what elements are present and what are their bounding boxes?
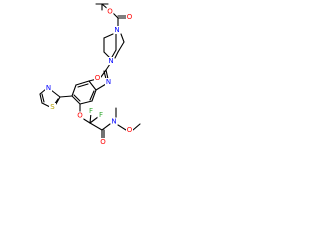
atom-o-methoxy: O [126, 126, 133, 134]
bond-benzene-double [77, 83, 89, 88]
atom-label-layer: O O N N N O N [45, 7, 133, 146]
bond-benzene-double [73, 94, 81, 102]
bond-bicycle [117, 41, 125, 53]
bond-o-methyl [132, 123, 141, 131]
structure-canvas: O O N N N O N [0, 0, 152, 152]
atom-o-amide-carbonyl: O [99, 138, 107, 146]
atom-o-carbonyl-label: O [127, 13, 133, 21]
atom-n-bicycle-top-label: N [114, 26, 119, 34]
atom-o-methoxy-label: O [127, 126, 133, 134]
atom-o-carbonyl: O [126, 13, 133, 21]
atom-n-oxazole-label: N [106, 78, 111, 86]
atom-o-amide-carbonyl-label: O [100, 138, 106, 146]
atom-n-thiazole-label: N [46, 84, 51, 92]
bond-oxazole-double [105, 69, 109, 80]
bond-thiazole [39, 93, 43, 104]
atom-o-ester-label: O [107, 8, 113, 16]
atom-f-right: F [97, 111, 105, 119]
bond-aryl-thiazole [59, 95, 73, 98]
atom-n-oxazole: N [105, 78, 112, 86]
bond-bicycle [103, 33, 114, 39]
bond-benzene-double [89, 90, 95, 101]
atom-o-oxazole: O [94, 74, 101, 82]
atom-n-amide-label: N [111, 118, 116, 126]
bond-benzene [71, 95, 81, 105]
bond-thiazole [41, 102, 51, 108]
bond-bicycle [114, 51, 119, 59]
bond-oxazole [103, 70, 107, 80]
molecule-structure-drawing: O O N N N O N [39, 3, 141, 146]
bond-c-f [89, 116, 99, 124]
bond-oxazole [100, 69, 107, 78]
bond-layer [39, 3, 141, 140]
bond-benzene [91, 89, 97, 102]
atom-f-right-label: F [99, 111, 103, 119]
atom-n-bicycle-bottom-label: N [108, 57, 113, 65]
bond-benzene [88, 80, 97, 91]
atom-n-thiazole: N [45, 84, 52, 92]
atom-f-left-label: F [89, 107, 93, 115]
atom-s-thiazole: S [49, 103, 56, 111]
bond-bicycle [120, 33, 125, 43]
bond-cf2-c [89, 122, 103, 131]
atom-o-ether-label: O [77, 112, 83, 120]
atom-s-thiazole-label: S [50, 103, 55, 111]
bond-benzene [79, 100, 93, 105]
atom-o-ester: O [106, 7, 114, 16]
bond-thiazole [55, 96, 61, 105]
atom-o-oxazole-label: O [95, 74, 101, 82]
atom-n-amide: N [110, 117, 118, 126]
bond-benzene [71, 84, 77, 97]
bond-n-o [117, 124, 127, 131]
bond-thiazole [50, 89, 61, 98]
bond-oxazole [95, 83, 107, 91]
bond-benzene [75, 80, 90, 86]
atom-f-left: F [87, 107, 95, 115]
bond-thiazole-double [41, 93, 45, 103]
bond-bicycle [111, 49, 117, 58]
atom-n-bicycle-bottom: N [107, 57, 115, 65]
bond-c-n-amide [101, 123, 111, 131]
atom-o-ether: O [76, 111, 84, 120]
atom-n-bicycle-top: N [113, 26, 121, 34]
